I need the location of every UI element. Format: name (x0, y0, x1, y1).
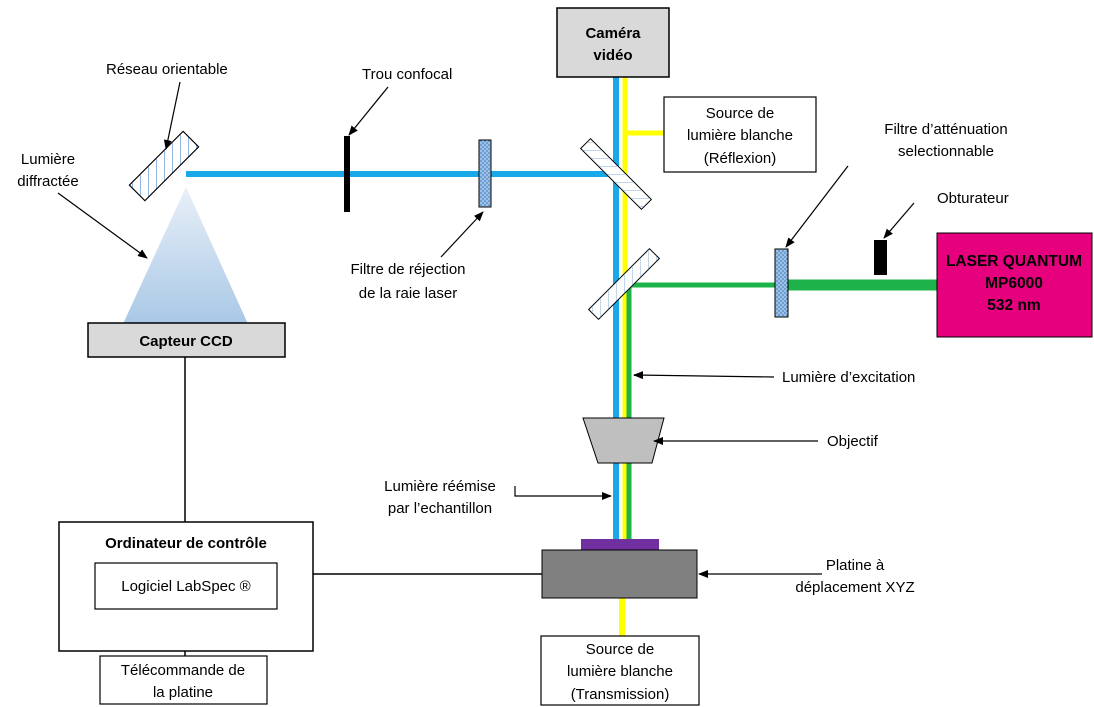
video-camera-box (556, 7, 670, 78)
beam-splitter-top-icon (579, 137, 653, 211)
white-trans-label-1: Source de (586, 641, 654, 658)
atten-filter-label-1: Filtre d’atténuation (884, 121, 1007, 138)
white-light-source-transmission-box (540, 635, 700, 706)
diffracted-label-2: diffractée (17, 173, 78, 190)
laser-label-1: LASER QUANTUM (946, 253, 1082, 270)
software-label: Logiciel LabSpec ® (121, 578, 250, 595)
laser-box (936, 232, 1093, 338)
reemitted-label-2: par l’echantillon (388, 500, 492, 517)
diffracted-light-cone (123, 187, 248, 324)
reemitted-label-1: Lumière réémise (384, 478, 496, 495)
attenuation-filter-icon (774, 248, 789, 318)
grating-label: Réseau orientable (106, 61, 228, 78)
objective-icon (582, 417, 665, 464)
beam-splitter-bottom-icon (587, 247, 661, 321)
reemitted-pointer-arrow (514, 486, 612, 500)
grating-icon (128, 130, 200, 202)
shutter-label: Obturateur (937, 190, 1009, 207)
camera-label-2: vidéo (593, 47, 632, 64)
excitation-pointer-arrow (633, 371, 775, 380)
rejection-filter-icon (478, 139, 492, 208)
white-trans-label-3: (Transmission) (571, 686, 670, 703)
camera-label-1: Caméra (585, 25, 641, 42)
pinhole-label: Trou confocal (362, 66, 452, 83)
stage-label-2: déplacement XYZ (795, 579, 914, 596)
white-reflex-label-2: lumière blanche (687, 127, 793, 144)
computer-label: Ordinateur de contrôle (105, 535, 267, 552)
white-reflex-label-1: Source de (706, 105, 774, 122)
xyz-stage (541, 549, 698, 599)
ccd-sensor-box (87, 322, 286, 358)
shutter-pointer-arrow (883, 202, 915, 239)
atten-filter-label-2: selectionnable (898, 143, 994, 160)
rejection-filter-pointer-arrow (440, 211, 484, 258)
pinhole-pointer-arrow (348, 86, 389, 136)
stage-remote-box (99, 655, 268, 705)
sample (581, 539, 659, 550)
grating-pointer-arrow (163, 81, 181, 150)
rejection-filter-label-1: Filtre de réjection (350, 261, 465, 278)
software-box (94, 562, 278, 610)
white-light-source-reflection-box (663, 96, 817, 173)
laser-label-3: 532 nm (987, 297, 1040, 314)
rejection-filter-label-2: de la raie laser (359, 285, 457, 302)
excitation-label: Lumière d’excitation (782, 369, 915, 386)
diffracted-label-1: Lumière (21, 151, 75, 168)
stage-label-1: Platine à (826, 557, 885, 574)
laser-label-2: MP6000 (985, 275, 1043, 292)
remote-label-1: Télécommande de (121, 662, 245, 679)
white-reflex-label-3: (Réflexion) (704, 150, 777, 167)
objective-label: Objectif (827, 433, 879, 450)
atten-filter-pointer-arrow (785, 165, 849, 248)
shutter-icon (874, 240, 887, 275)
confocal-pinhole-icon (344, 136, 350, 212)
white-trans-label-2: lumière blanche (567, 663, 673, 680)
ccd-label: Capteur CCD (139, 333, 233, 350)
remote-label-2: la platine (153, 684, 213, 701)
diffracted-pointer-arrow (57, 192, 148, 259)
